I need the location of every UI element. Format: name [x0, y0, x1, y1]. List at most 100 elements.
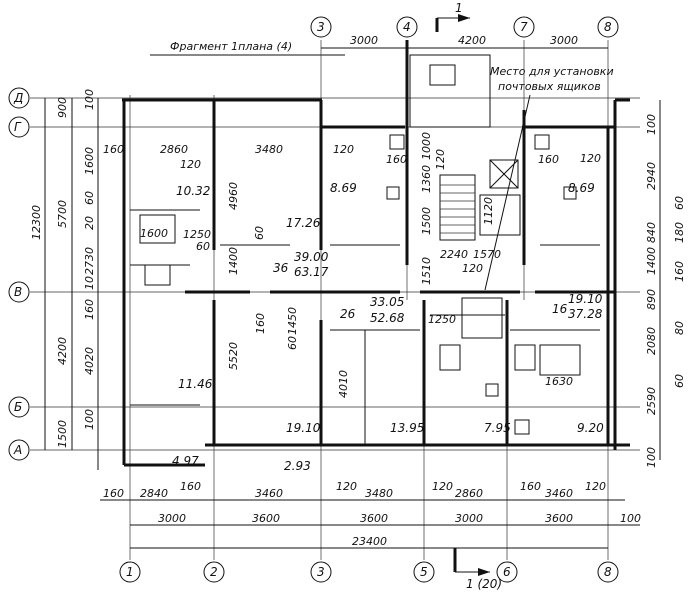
room-dim-4: 160 — [103, 143, 124, 156]
right-dim-9: 2590 — [645, 387, 658, 415]
room-dim-26: 1250 — [428, 313, 456, 326]
top-dim-1: 3000 — [350, 34, 378, 47]
bottom-dim-r2-1: 3600 — [252, 512, 280, 525]
walls — [122, 40, 630, 467]
mailbox-note-line1: Место для установки — [490, 65, 614, 78]
stove-icon — [389, 134, 405, 150]
axis-label-8: 8 — [604, 565, 612, 579]
axis-label-1: 1 — [126, 565, 134, 579]
axis-label-D: Д — [13, 91, 23, 105]
room-dim-1: 120 — [180, 158, 201, 171]
axis-bubbles-bottom: 1 2 3 5 6 8 — [119, 561, 619, 583]
left-dim-inner-7: 100 — [83, 89, 96, 110]
room-dim-22: 2240 — [440, 248, 468, 261]
room-dim-18: 1000 — [420, 132, 433, 160]
area-63-17: 63.17 — [294, 265, 329, 279]
bathtub-icon-3 — [539, 344, 581, 376]
left-dim-mid-0: 900 — [56, 97, 69, 118]
area-4-97: 4.97 — [172, 454, 199, 468]
axis-label-3-top: 3 — [317, 20, 325, 34]
mailbox-note-line2: почтовых ящиков — [498, 80, 601, 93]
left-dim-mid-1: 5700 — [56, 200, 69, 228]
area-10-32: 10.32 — [176, 184, 210, 198]
area-17-26: 17.26 — [286, 216, 321, 230]
left-dim-inner-4: 10 — [83, 276, 96, 290]
axis-label-5: 5 — [420, 565, 428, 579]
bottom-dim-r1-1: 2840 — [140, 487, 168, 500]
room-dim-16: 60 — [286, 336, 299, 350]
axis-label-V: В — [14, 285, 22, 299]
dimension-lines — [44, 47, 661, 549]
right-dim-7: 80 — [673, 321, 686, 335]
left-dim-inner-2: 20 — [83, 216, 96, 230]
right-dim-6: 2080 — [645, 327, 658, 355]
area-19-10: 19.10 — [286, 421, 321, 435]
room-dim-9: 1250 — [183, 228, 211, 241]
bottom-dim-r1-10: 120 — [585, 480, 606, 493]
area-33-05: 33.05 — [370, 295, 404, 309]
room-dim-20: 120 — [434, 149, 447, 170]
bath-dim-1600: 1600 — [140, 227, 168, 240]
fridge-icon-2 — [386, 186, 400, 200]
bottom-dim-r2-2: 3600 — [360, 512, 388, 525]
apartment-number-26: 26 — [340, 307, 356, 321]
room-dim-21: 1500 — [420, 207, 433, 235]
bottom-dim-r1-8: 160 — [520, 480, 541, 493]
bottom-dim-r1-7: 2860 — [455, 487, 483, 500]
room-dim-14: 5520 — [227, 342, 240, 370]
axis-label-G: Г — [14, 120, 22, 134]
bottom-dim-r1-5: 3480 — [365, 487, 393, 500]
area-52-68: 52.68 — [370, 311, 405, 325]
room-dim-8: 4960 — [227, 182, 240, 210]
right-dim-0: 100 — [645, 114, 658, 135]
room-dim-11: 160 — [254, 313, 267, 334]
area-11-46: 11.46 — [178, 377, 213, 391]
room-dim-23: 1570 — [473, 248, 501, 261]
section-mark-bottom: 1 (20) — [453, 548, 502, 591]
axis-label-2: 2 — [210, 565, 218, 579]
area-8-69-right: 8.69 — [568, 181, 595, 195]
bottom-dim-r1-6: 120 — [432, 480, 453, 493]
room-dim-10: 60 — [196, 240, 210, 253]
axis-label-B: Б — [14, 400, 22, 414]
axis-label-A: А — [13, 443, 22, 457]
axis-bubbles-top: 3 4 7 8 — [310, 16, 619, 38]
room-dim-19: 1360 — [420, 165, 433, 193]
left-dim-total: 12300 — [30, 205, 43, 240]
axis-label-7-top: 7 — [520, 20, 528, 34]
apartment-number-36: 36 — [273, 261, 289, 275]
right-dim-10: 100 — [645, 447, 658, 468]
right-dim-1: 2940 — [645, 162, 658, 190]
bottom-dim-r1-4: 120 — [336, 480, 357, 493]
area-8-69-left: 8.69 — [330, 181, 357, 195]
section-mark-top: 1 — [435, 1, 470, 32]
left-dim-inner-9: 100 — [83, 409, 96, 430]
room-dim-5: 120 — [580, 152, 601, 165]
fridge-icon — [485, 383, 499, 397]
section-mark-bottom-label: 1 (20) — [466, 577, 502, 591]
right-dim-inner-1: 890 — [645, 289, 658, 310]
area-37-28: 37.28 — [568, 307, 603, 321]
room-dim-28: 1630 — [545, 375, 573, 388]
room-dim-15: 1450 — [286, 307, 299, 335]
room-dim-2: 3480 — [255, 143, 283, 156]
right-dim-inner-0: 840 — [645, 222, 658, 243]
toilet-icon — [439, 344, 461, 371]
stove-icon-2 — [534, 134, 550, 150]
bottom-dim-r2-4: 3600 — [545, 512, 573, 525]
fridge-icon-3 — [563, 186, 577, 200]
right-dim-2: 60 — [673, 196, 686, 210]
bottom-dim-r2-3: 3000 — [455, 512, 483, 525]
left-dim-inner-3: 2730 — [83, 247, 96, 275]
plan-title: Фрагмент 1плана (4) — [170, 40, 292, 53]
left-dim-mid-3: 1500 — [56, 420, 69, 448]
top-dim-2: 4200 — [458, 34, 486, 47]
left-dim-inner-0: 1600 — [83, 147, 96, 175]
bathtub-icon — [139, 214, 176, 244]
bottom-dim-r1-0: 160 — [103, 487, 124, 500]
axis-label-3: 3 — [317, 565, 325, 579]
area-2-93: 2.93 — [284, 459, 311, 473]
room-dim-13: 60 — [253, 226, 266, 240]
left-dim-inner-6: 4020 — [83, 347, 96, 375]
area-39-00: 39.00 — [294, 250, 329, 264]
